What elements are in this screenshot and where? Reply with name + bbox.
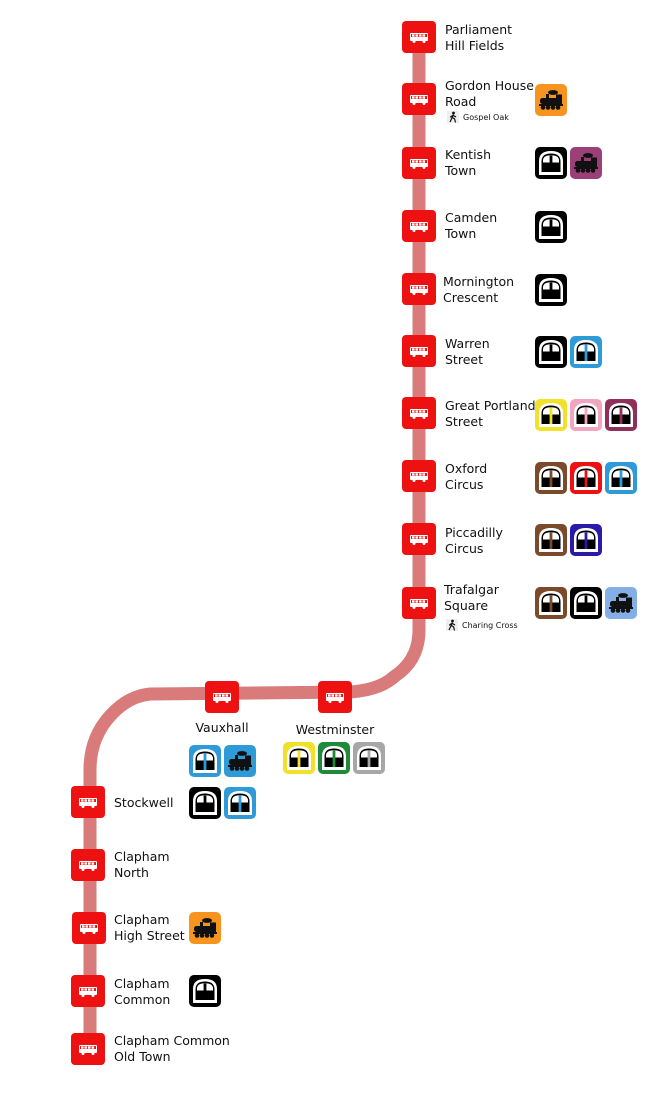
bus-stop-marker-clapham-common [71, 975, 105, 1007]
bus-icon [79, 861, 97, 871]
bus-stop-marker-westminster [318, 681, 352, 713]
bus-stop-marker-mornington-crescent [402, 273, 436, 305]
stop-label-kentish-town: Kentish Town [445, 147, 491, 178]
walk-interchange: Gospel Oak [447, 110, 509, 125]
tube-interchange-icon [570, 524, 602, 556]
bus-stop-marker-vauxhall [205, 681, 239, 713]
stop-label-clapham-high-street: Clapham High Street [114, 912, 185, 943]
stop-label-parliament-hill-fields: Parliament Hill Fields [445, 22, 513, 53]
tube-interchange-icon [283, 742, 315, 774]
stop-label-oxford-circus: Oxford Circus [445, 461, 488, 492]
stop-label-clapham-common-old-town: Clapham Common Old Town [114, 1033, 230, 1064]
bus-icon [410, 472, 428, 482]
bus-icon [213, 693, 231, 703]
bus-stop-marker-stockwell [71, 786, 105, 818]
tube-interchange-icon [605, 462, 637, 494]
tube-interchange-icon [535, 462, 567, 494]
walk-interchange: Charing Cross [446, 618, 518, 633]
tube-interchange-icon [570, 336, 602, 368]
tube-interchange-icon [535, 587, 567, 619]
bus-stop-marker-clapham-common-old-town [71, 1033, 105, 1065]
tube-interchange-icon [570, 462, 602, 494]
rail-interchange-icon [570, 147, 602, 179]
walking-person-icon [447, 110, 459, 123]
bus-stop-marker-camden-town [402, 210, 436, 242]
bus-icon [79, 987, 97, 997]
tube-interchange-icon [570, 399, 602, 431]
stop-label-stockwell: Stockwell [114, 795, 174, 810]
stop-label-westminster: Westminster [295, 722, 375, 737]
bus-stop-marker-clapham-north [71, 849, 105, 881]
bus-icon [326, 693, 344, 703]
bus-icon [410, 535, 428, 545]
tube-interchange-icon [535, 147, 567, 179]
stop-label-clapham-north: Clapham North [114, 849, 170, 880]
tube-interchange-icon [535, 211, 567, 243]
tube-interchange-icon [224, 787, 256, 819]
bus-icon [410, 599, 428, 609]
stop-label-vauxhall: Vauxhall [195, 720, 249, 735]
bus-icon [410, 159, 428, 169]
tube-interchange-icon [318, 742, 350, 774]
rail-interchange-icon [224, 745, 256, 777]
bus-stop-marker-clapham-high-street [72, 912, 106, 944]
bus-icon [80, 924, 98, 934]
bus-stop-marker-gordon-house-road [402, 83, 436, 115]
bus-icon [410, 285, 428, 295]
bus-icon [410, 95, 428, 105]
bus-stop-marker-trafalgar-square [402, 587, 436, 619]
tube-interchange-icon [189, 975, 221, 1007]
stop-label-clapham-common: Clapham Common [114, 976, 171, 1007]
tube-interchange-icon [353, 742, 385, 774]
bus-stop-marker-warren-street [402, 335, 436, 367]
bus-icon [410, 222, 428, 232]
tube-interchange-icon [570, 587, 602, 619]
bus-icon [79, 798, 97, 808]
tube-interchange-icon [189, 787, 221, 819]
stop-label-mornington-crescent: Mornington Crescent [443, 274, 515, 305]
bus-stop-marker-kentish-town [402, 147, 436, 179]
bus-stop-marker-great-portland-street [402, 397, 436, 429]
tube-interchange-icon [189, 745, 221, 777]
rail-interchange-icon [605, 587, 637, 619]
stop-label-camden-town: Camden Town [445, 210, 498, 241]
bus-stop-marker-parliament-hill-fields [402, 21, 436, 53]
bus-icon [410, 409, 428, 419]
stop-label-warren-street: Warren Street [445, 336, 490, 367]
rail-interchange-icon [189, 912, 221, 944]
stop-label-gordon-house-road: Gordon House Road [445, 78, 534, 109]
stop-label-great-portland-street: Great Portland Street [445, 398, 536, 429]
rail-interchange-icon [535, 84, 567, 116]
tube-interchange-icon [535, 336, 567, 368]
bus-icon [410, 33, 428, 43]
walk-interchange-label: Gospel Oak [463, 113, 509, 122]
walk-interchange-label: Charing Cross [462, 621, 518, 630]
tube-interchange-icon [605, 399, 637, 431]
bus-stop-marker-piccadilly-circus [402, 523, 436, 555]
stop-label-trafalgar-square: Trafalgar Square [444, 582, 499, 613]
tube-interchange-icon [535, 399, 567, 431]
stop-label-piccadilly-circus: Piccadilly Circus [445, 525, 503, 556]
bus-stop-marker-oxford-circus [402, 460, 436, 492]
bus-icon [79, 1045, 97, 1055]
walking-person-icon [446, 618, 458, 631]
tube-interchange-icon [535, 274, 567, 306]
tube-interchange-icon [535, 524, 567, 556]
bus-icon [410, 347, 428, 357]
